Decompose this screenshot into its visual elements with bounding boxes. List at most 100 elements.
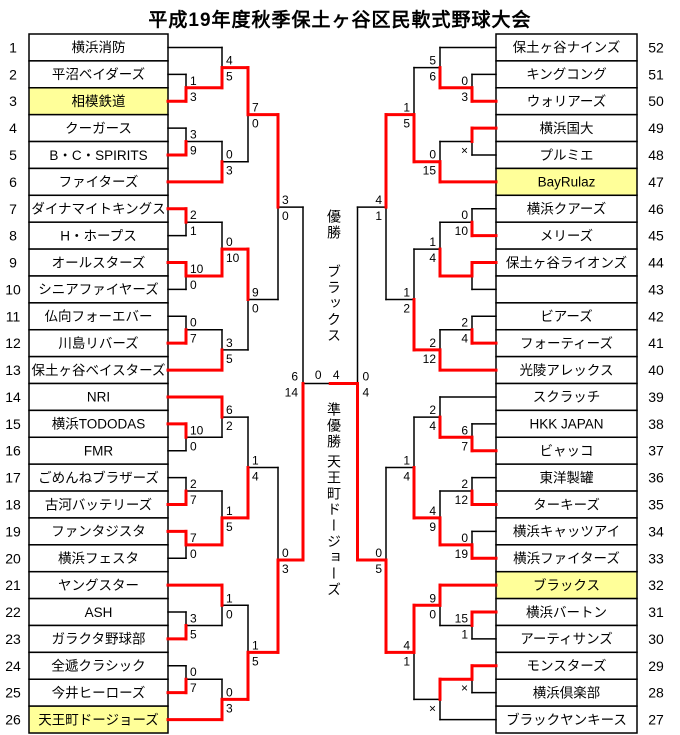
team-box: [495, 60, 638, 89]
team-name: 横浜国大: [540, 121, 594, 136]
score-label: 0: [282, 209, 289, 223]
score-label: 3: [190, 611, 197, 625]
team-name: H・ホープス: [60, 228, 136, 243]
score-label: 9: [429, 591, 436, 605]
seed-number: 13: [5, 362, 21, 378]
team-box: [495, 463, 638, 492]
score-label: 0: [429, 148, 436, 162]
team-name: 横浜クアーズ: [527, 202, 607, 217]
forfeit-mark: ×: [461, 681, 468, 695]
score-label: 12: [423, 352, 437, 366]
team-box: [495, 382, 638, 412]
seed-number: 16: [5, 443, 21, 459]
score-label: 5: [226, 352, 233, 366]
score-label: 10: [226, 251, 240, 265]
team-name: 川島リバーズ: [58, 336, 138, 351]
score-label: 3: [226, 164, 233, 178]
seed-number: 4: [9, 120, 17, 136]
seed-number: 27: [648, 712, 664, 728]
seed-number: 49: [648, 120, 664, 136]
team-name: ビアーズ: [540, 309, 593, 324]
seed-number: 8: [9, 228, 17, 244]
score-label: 14: [285, 386, 299, 400]
seed-number: 1: [9, 39, 17, 55]
seed-number: 17: [5, 470, 21, 486]
seed-number: 28: [648, 685, 664, 701]
seed-number: 48: [648, 147, 664, 163]
team-name: シニアファイヤーズ: [38, 282, 158, 297]
team-name: 仏向フォーエバー: [45, 309, 153, 324]
seed-number: 19: [5, 523, 21, 539]
team-box: [495, 275, 638, 304]
team-name: 相模鉄道: [72, 94, 126, 109]
score-label: 2: [403, 301, 410, 315]
score-label: 4: [252, 470, 259, 484]
team-name: 天王町ドージョーズ: [38, 712, 159, 727]
score-label: 0: [190, 547, 197, 561]
score-label: 4: [375, 193, 382, 207]
seed-number: 29: [648, 658, 664, 674]
team-name: 横浜フェスタ: [58, 551, 139, 566]
score-label: 1: [190, 74, 197, 88]
score-label: 3: [190, 128, 197, 142]
team-name: クーガース: [65, 121, 132, 136]
team-box: [28, 409, 169, 439]
team-name: 横浜倶楽部: [533, 685, 601, 700]
score-label: 2: [461, 316, 468, 330]
seed-number: 15: [5, 416, 21, 432]
seed-number: 39: [648, 389, 664, 405]
seed-number: 30: [648, 631, 664, 647]
team-name: 横浜TODODAS: [52, 417, 146, 432]
score-label: 2: [461, 477, 468, 491]
team-name: 今井ヒーローズ: [52, 685, 146, 700]
team-name: 保土ヶ谷ライオンズ: [506, 255, 627, 270]
team-name: FMR: [84, 444, 113, 459]
team-box: [495, 490, 638, 519]
seed-number: 20: [5, 550, 21, 566]
seed-number: 38: [648, 416, 664, 432]
team-name: ファンタジスタ: [51, 524, 146, 539]
team-name: ターキーズ: [533, 497, 600, 512]
score-label: 3: [226, 701, 233, 715]
score-label: 6: [429, 70, 436, 84]
seed-number: 23: [5, 631, 21, 647]
seed-number: 52: [648, 39, 664, 55]
score-label: 0: [190, 316, 197, 330]
team-name: 光陵アレックス: [519, 363, 613, 378]
score-label: 3: [461, 90, 468, 104]
team-name: ウォリアーズ: [527, 94, 607, 109]
score-label: 0: [461, 531, 468, 545]
score-label: 0: [252, 301, 259, 315]
team-name: 横浜ファイターズ: [513, 551, 620, 566]
score-label: 1: [403, 285, 410, 299]
score-label: 5: [252, 654, 259, 668]
score-label: 5: [226, 70, 233, 84]
team-box: [495, 409, 638, 439]
score-label: 1: [226, 504, 233, 518]
team-box: [495, 517, 638, 546]
seed-number: 26: [5, 712, 21, 728]
seed-number: 47: [648, 174, 664, 190]
team-name: 保土ヶ谷ベイスターズ: [32, 363, 166, 378]
score-label: 5: [226, 520, 233, 534]
team-name: 平沼ベイダーズ: [52, 67, 145, 82]
team-name: ブラックヤンキース: [506, 711, 627, 727]
team-box: [495, 678, 638, 707]
seed-number: 6: [9, 174, 17, 190]
seed-number: 3: [9, 93, 17, 109]
score-label: 6: [461, 423, 468, 437]
score-label: 9: [252, 285, 259, 299]
score-label: 10: [455, 224, 469, 238]
seed-number: 34: [648, 523, 664, 539]
score-label: 1: [190, 224, 197, 238]
score-label: 4: [403, 638, 410, 652]
score-label: 0: [190, 278, 197, 292]
score-label: 2: [190, 208, 197, 222]
seed-number: 22: [5, 604, 21, 620]
score-label: 0: [429, 607, 436, 621]
score-label: 1: [252, 638, 259, 652]
team-box: [495, 570, 638, 600]
team-name: ごめんねブラザーズ: [38, 469, 159, 485]
team-name: ファイターズ: [59, 175, 139, 190]
